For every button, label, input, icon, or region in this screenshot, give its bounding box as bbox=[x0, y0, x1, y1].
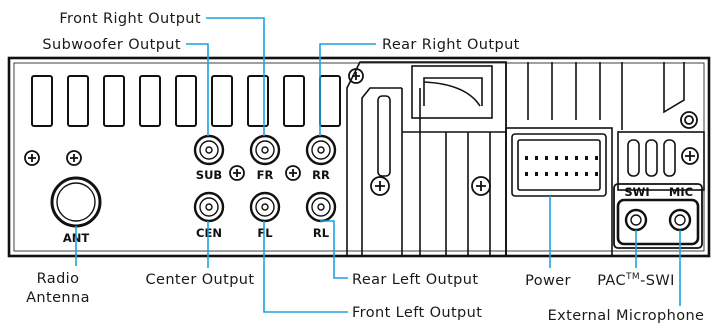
callout-pac-swi: PACTM-SWI bbox=[597, 272, 675, 289]
leader-rear-right bbox=[319, 43, 376, 136]
rca-jack-sub bbox=[193, 134, 225, 166]
rca-jack-rr bbox=[305, 134, 337, 166]
rca-jack-fl bbox=[249, 191, 281, 223]
ground-post-icon bbox=[680, 111, 698, 129]
screw-icon bbox=[66, 150, 82, 166]
screw-icon bbox=[370, 176, 390, 196]
power-connector bbox=[505, 127, 613, 257]
rca-jacks bbox=[193, 134, 337, 223]
power-pins bbox=[525, 156, 598, 176]
callout-center-output: Center Output bbox=[146, 272, 255, 288]
label-mic: MIC bbox=[669, 185, 693, 199]
leader-front-left bbox=[263, 221, 348, 313]
label-rl: RL bbox=[313, 226, 330, 240]
rca-jack-cen bbox=[193, 191, 225, 223]
heat-sink bbox=[346, 61, 507, 256]
callout-front-right-output: Front Right Output bbox=[59, 11, 201, 27]
label-fr: FR bbox=[257, 168, 274, 182]
leader-lines bbox=[75, 17, 681, 313]
leader-rear-left bbox=[320, 220, 348, 279]
label-rr: RR bbox=[312, 168, 330, 182]
callouts: Front Right Output Subwoofer Output Rear… bbox=[26, 11, 704, 323]
vent-slots bbox=[31, 75, 341, 127]
leader-front-right bbox=[206, 17, 265, 136]
screw-icon bbox=[24, 150, 40, 166]
rca-jack-rl bbox=[305, 191, 337, 223]
callout-radio-antenna-line2: Antenna bbox=[26, 290, 90, 306]
callout-rear-left-output: Rear Left Output bbox=[352, 272, 478, 288]
mic-jack bbox=[668, 208, 692, 232]
label-sub: SUB bbox=[196, 168, 222, 182]
callout-external-microphone: External Microphone bbox=[548, 308, 705, 323]
screw-icon bbox=[285, 165, 301, 181]
label-fl: FL bbox=[257, 226, 273, 240]
screw-icon bbox=[229, 165, 245, 181]
callout-subwoofer-output: Subwoofer Output bbox=[42, 37, 181, 53]
antenna-jack bbox=[50, 176, 102, 228]
label-cen: CEN bbox=[196, 226, 222, 240]
screw-icon bbox=[471, 176, 491, 196]
screw-icon bbox=[681, 147, 699, 165]
chassis bbox=[7, 56, 711, 258]
rca-jack-fr bbox=[249, 134, 281, 166]
swi-jack bbox=[624, 208, 648, 232]
label-swi: SWI bbox=[624, 185, 649, 199]
callout-power: Power bbox=[525, 273, 571, 289]
panel-labels: SUB FR RR CEN FL RL ANT SWI MIC bbox=[63, 168, 693, 245]
callout-radio-antenna-line1: Radio bbox=[37, 271, 80, 287]
leader-subwoofer bbox=[186, 43, 209, 136]
callout-rear-right-output: Rear Right Output bbox=[382, 37, 520, 53]
callout-front-left-output: Front Left Output bbox=[352, 305, 482, 321]
